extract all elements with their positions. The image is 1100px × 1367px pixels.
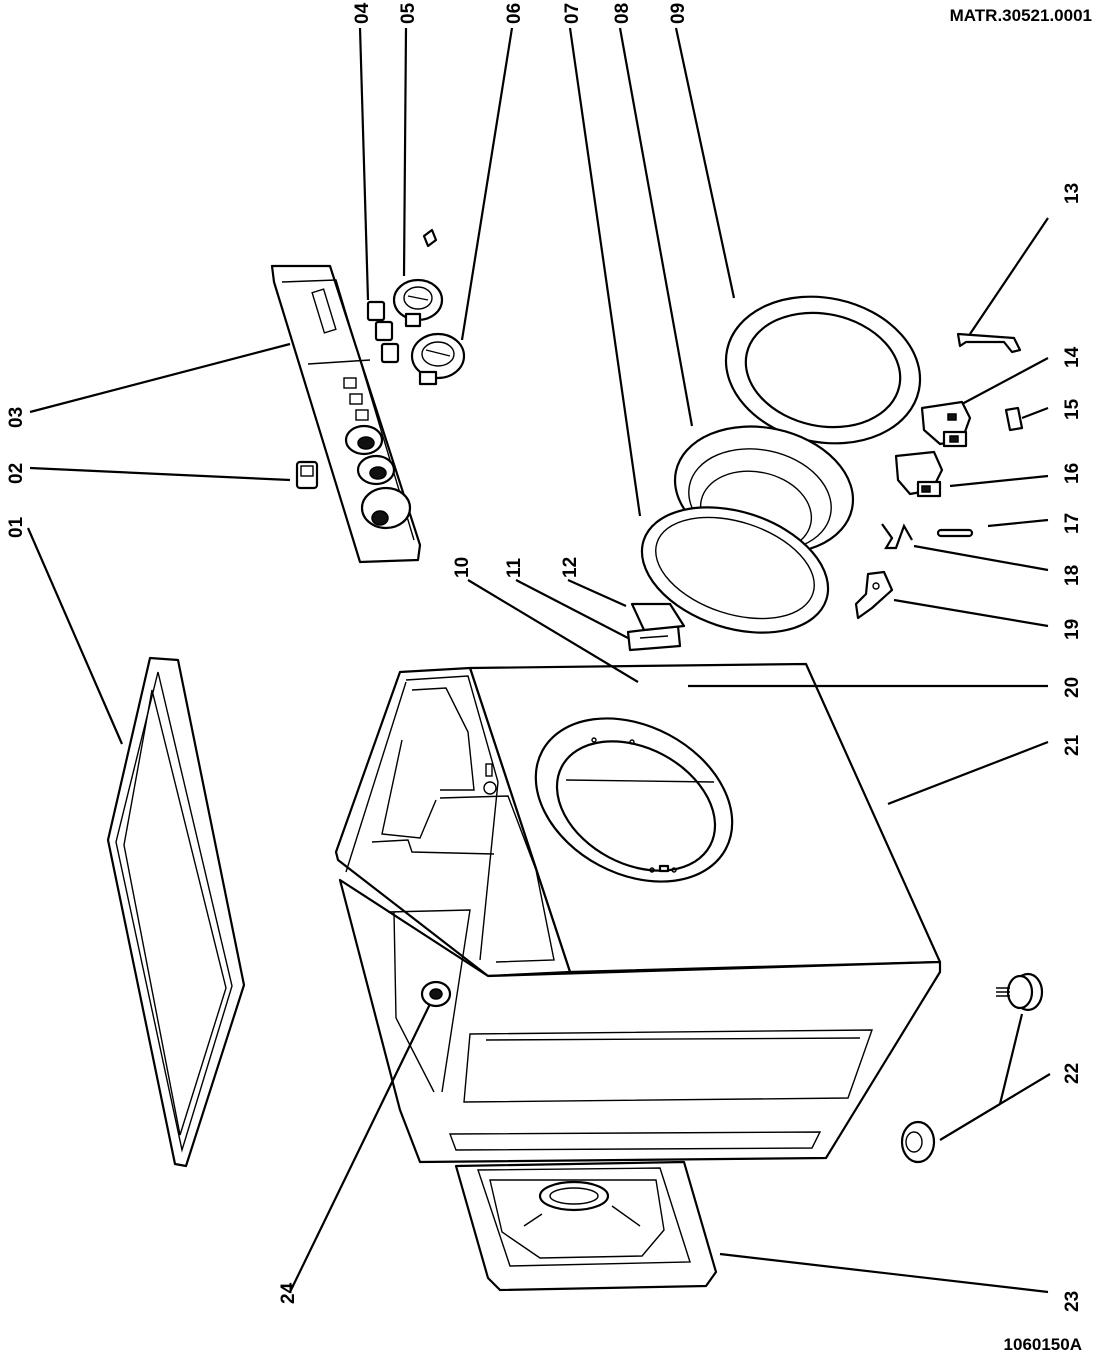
- spring-clip-part-18: [881, 523, 913, 550]
- lock-housing-part-16: [894, 450, 944, 498]
- lock-housing-part-14: [920, 400, 972, 448]
- callout-07: 07: [562, 3, 583, 24]
- callout-labels: 01 02 03 04 05 06 07 08 09 10 11 12 13 1…: [6, 2, 1083, 1312]
- door-ring-part-09: [724, 295, 922, 445]
- callout-24: 24: [278, 1282, 299, 1304]
- callout-09: 09: [668, 3, 689, 24]
- callout-12: 12: [560, 557, 581, 578]
- callout-03: 03: [6, 407, 27, 428]
- knob-part-05: [392, 228, 444, 328]
- hinge-part-12: [630, 602, 686, 632]
- knob-part-06: [410, 332, 466, 386]
- callout-18: 18: [1062, 565, 1083, 586]
- callout-01: 01: [6, 516, 27, 538]
- callout-21: 21: [1062, 734, 1083, 756]
- callout-04: 04: [352, 2, 373, 24]
- callout-08: 08: [612, 3, 633, 24]
- drawing-reference-top: MATR.30521.0001: [949, 6, 1092, 25]
- callout-16: 16: [1062, 463, 1083, 484]
- callout-14: 14: [1062, 346, 1083, 368]
- callout-17: 17: [1062, 513, 1083, 534]
- callout-15: 15: [1062, 398, 1083, 420]
- latch-strip-part-13: [956, 332, 1022, 354]
- callout-11: 11: [504, 557, 525, 578]
- pin-part-17: [936, 528, 974, 538]
- adjustable-foot-part-22: [900, 972, 1044, 1164]
- callout-20: 20: [1062, 677, 1083, 698]
- callout-22: 22: [1062, 1063, 1083, 1084]
- leader-lines: [26, 27, 1051, 1294]
- callout-23: 23: [1062, 1291, 1083, 1312]
- control-panel-part-03: [270, 264, 422, 564]
- small-block-part-15: [1004, 406, 1024, 432]
- cabinet-part-21: [334, 662, 942, 1164]
- button-part-02: [295, 460, 319, 490]
- callout-19: 19: [1062, 619, 1083, 640]
- door-seal-part-07: [640, 506, 830, 634]
- callout-13: 13: [1062, 183, 1083, 204]
- top-panel-part-01: [106, 656, 246, 1168]
- base-tray-part-23: [454, 1160, 718, 1292]
- bracket-part-19: [854, 570, 894, 620]
- callout-02: 02: [6, 463, 27, 484]
- callout-06: 06: [504, 3, 525, 24]
- drawing-reference-bottom: 1060150A: [1003, 1335, 1082, 1354]
- push-buttons-part-04: [366, 300, 400, 364]
- callout-10: 10: [452, 557, 473, 578]
- callout-05: 05: [398, 2, 419, 24]
